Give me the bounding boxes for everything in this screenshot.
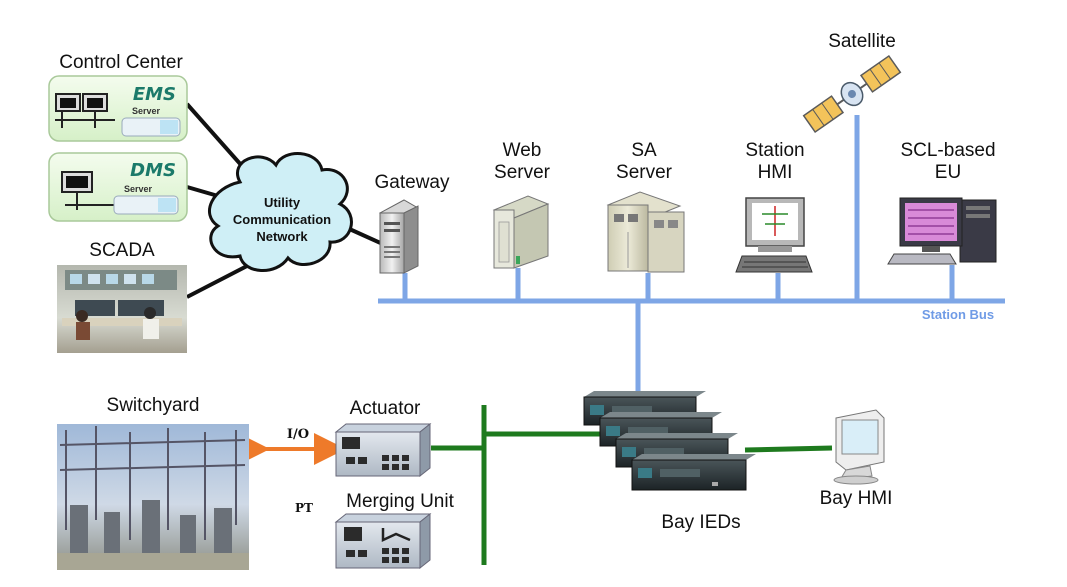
dms-server-icon	[48, 152, 188, 222]
bay-ied-icon	[583, 391, 756, 491]
web-server-icon	[492, 195, 550, 269]
sa-server-label-line1: SA	[631, 140, 657, 161]
ems-sub: Server	[131, 106, 161, 116]
scada-label: SCADA	[89, 240, 155, 261]
ems-title: EMS	[132, 84, 176, 105]
station-hmi-label-line2: HMI	[757, 162, 793, 183]
network-label: Utility Communication Network	[222, 194, 342, 245]
merging-unit-label: Merging Unit	[346, 491, 454, 512]
bay-ieds-label: Bay IEDs	[661, 512, 741, 533]
station-bus	[378, 115, 1005, 392]
web-server-label-line2: Server	[494, 162, 550, 183]
dms-title: DMS	[130, 160, 176, 181]
scl-eu-computer-icon	[887, 197, 997, 265]
station-hmi-label-line1: Station	[745, 140, 805, 161]
sa-server-label-line2: Server	[616, 162, 672, 183]
control-center-label: Control Center	[59, 52, 183, 73]
web-server-label: Web Server	[480, 140, 564, 184]
actuator-icon	[334, 422, 432, 478]
scl-eu-label-line1: SCL-based	[900, 140, 996, 161]
actuator-label: Actuator	[349, 398, 421, 419]
sa-server-label: SA Server	[602, 140, 686, 184]
ems-server-icon	[48, 75, 188, 142]
station-bus-label: Station Bus	[921, 307, 995, 322]
io-label: I/O	[286, 427, 310, 442]
sa-server-icon	[606, 191, 685, 273]
merging-unit-icon	[334, 512, 432, 570]
pt-label: PT	[295, 501, 313, 515]
satellite-label: Satellite	[828, 31, 896, 52]
network-label-line1: Utility	[263, 195, 301, 210]
gateway-label: Gateway	[374, 172, 450, 193]
web-server-label-line1: Web	[502, 140, 542, 161]
scl-eu-label: SCL-based EU	[892, 140, 1004, 184]
dms-sub: Server	[123, 184, 153, 194]
scada-room-image	[57, 265, 187, 353]
station-hmi-label: Station HMI	[730, 140, 820, 184]
switchyard-image	[57, 424, 249, 570]
switchyard-label: Switchyard	[106, 395, 200, 416]
cloud-icon	[207, 152, 353, 272]
process-bus	[431, 405, 833, 565]
station-hmi-icon	[735, 197, 813, 273]
gateway-tower-icon	[378, 199, 420, 274]
satellite-icon	[802, 54, 902, 134]
bay-hmi-label: Bay HMI	[819, 488, 893, 509]
network-label-line2: Communication	[232, 212, 332, 227]
scl-eu-label-line2: EU	[934, 162, 962, 183]
network-label-line3: Network	[256, 229, 308, 244]
bay-hmi-monitor-icon	[833, 409, 885, 485]
